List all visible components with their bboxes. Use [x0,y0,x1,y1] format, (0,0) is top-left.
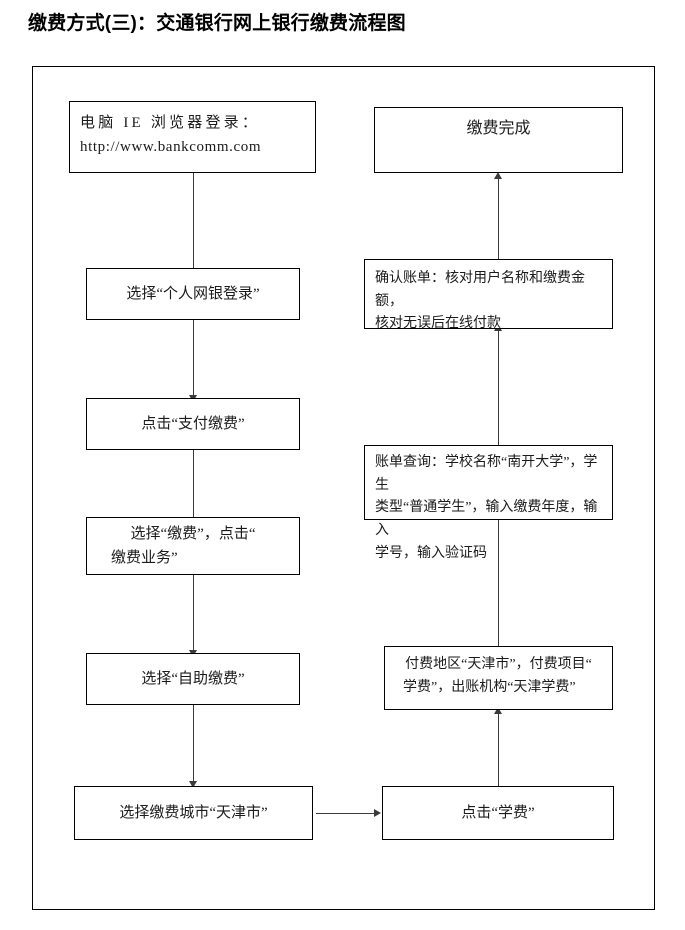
node-bill-query-line2: 类型“普通学生”，输入缴费年度，输入 [375,500,598,539]
arrowhead-up-4 [494,172,502,179]
node-browser-login-line2: http://www.bankcomm.com [80,139,262,156]
flowchart-frame: 电脑 IE 浏览器登录： http://www.bankcomm.com 选择“… [32,66,655,910]
arrowhead-right-1 [374,809,381,817]
node-bill-query-line3: 学号，输入验证码 [375,545,487,561]
page-title: 缴费方式(三)：交通银行网上银行缴费流程图 [28,13,406,34]
node-self-service-payment: 选择“自助缴费” [86,653,300,705]
node-fee-business-line1: 选择“缴费”，点击“ [130,525,256,542]
node-payment-region: 付费地区“天津市”，付费项目“ 学费”，出账机构“天津学费” [384,646,613,710]
node-self-service-payment-label: 选择“自助缴费” [141,670,245,687]
connector-select-city-to-click-tuition [316,813,376,814]
node-select-city-label: 选择缴费城市“天津市” [119,804,268,821]
connector-bill-query-to-confirm-bill [498,330,499,445]
node-bill-query: 账单查询：学校名称“南开大学”，学生 类型“普通学生”，输入缴费年度，输入 学号… [364,445,613,561]
node-click-tuition-label: 点击“学费” [461,804,535,821]
connector-browser-login-to-personal-ebank-login [193,173,194,283]
node-personal-ebank-login-real: 选择“个人网银登录” [86,268,300,320]
connector-payment-region-to-bill-query [498,517,499,646]
node-fee-business: 选择“缴费”，点击“ 缴费业务” [86,517,300,575]
node-personal-ebank-login-label: 选择“个人网银登录” [126,285,260,302]
node-confirm-bill-line2: 核对无误后在线付款 [375,316,501,332]
connector-personal-ebank-login-to-pay-fee [193,320,194,397]
node-pay-fee: 点击“支付缴费” [86,398,300,450]
node-payment-complete-label: 缴费完成 [466,120,531,137]
node-confirm-bill-line1: 确认账单：核对用户名称和缴费金额， [375,271,585,309]
node-fee-business-line2: 缴费业务” [111,550,178,566]
node-payment-region-line1: 付费地区“天津市”，付费项目“ [405,657,592,672]
node-bill-query-line1: 账单查询：学校名称“南开大学”，学生 [375,455,598,493]
arrowhead-down-5 [189,781,197,788]
node-pay-fee-label: 点击“支付缴费” [141,415,245,432]
node-confirm-bill: 确认账单：核对用户名称和缴费金额， 核对无误后在线付款 [364,259,613,331]
node-payment-region-line2: 学费”，出账机构“天津学费” [403,679,576,695]
node-payment-complete: 缴费完成 [374,107,623,173]
node-select-city: 选择缴费城市“天津市” [74,786,313,840]
connector-fee-business-to-self-service-payment [193,575,194,652]
node-click-tuition: 点击“学费” [382,786,614,840]
node-browser-login: 电脑 IE 浏览器登录： http://www.bankcomm.com [69,101,316,173]
arrowhead-up-1 [494,707,502,714]
node-browser-login-line1: 电脑 IE 浏览器登录： [80,115,261,131]
connector-self-service-payment-to-select-city [193,705,194,783]
connector-click-tuition-to-payment-region [498,713,499,786]
connector-confirm-bill-to-payment-complete [498,178,499,259]
connector-pay-fee-to-fee-business [193,450,194,522]
